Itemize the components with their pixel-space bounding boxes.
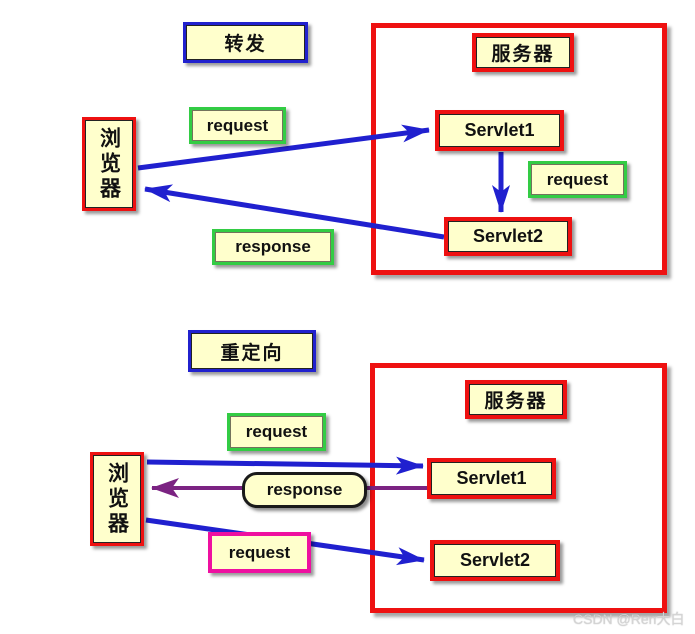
redirect-browser-box: 浏览器 bbox=[90, 452, 144, 546]
redirect-request2-label: request bbox=[228, 542, 291, 562]
forward-server-label-box: 服务器 bbox=[472, 33, 574, 72]
redirect-request2-label-box: request bbox=[208, 532, 311, 573]
redirect-servlet2-box: Servlet2 bbox=[430, 540, 560, 581]
forward-response-label-box: response bbox=[212, 229, 334, 265]
forward-servlet1-label: Servlet1 bbox=[464, 120, 535, 140]
redirect-servlet1-label: Servlet1 bbox=[456, 468, 527, 488]
forward-servlet2-box: Servlet2 bbox=[444, 217, 572, 256]
forward-request-label-box: request bbox=[189, 107, 286, 144]
redirect-title: 重定向 bbox=[220, 342, 284, 364]
redirect-request1-label: request bbox=[245, 422, 308, 441]
forward-title: 转发 bbox=[224, 34, 267, 55]
redirect-server-label: 服务器 bbox=[484, 391, 548, 412]
redirect-response-label-box: response bbox=[242, 472, 367, 508]
forward-browser-label: 浏览器 bbox=[97, 126, 121, 202]
redirect-servlet2-label: Servlet2 bbox=[459, 550, 531, 570]
redirect-request1-label-box: request bbox=[227, 413, 326, 451]
forward-internal-request-label-box: request bbox=[528, 161, 627, 198]
redirect-title-box: 重定向 bbox=[188, 330, 316, 372]
redirect-server-label-box: 服务器 bbox=[465, 380, 567, 419]
csdn-watermark: CSDN @Ren大白 bbox=[573, 611, 685, 627]
forward-servlet2-label: Servlet2 bbox=[472, 226, 544, 246]
forward-title-box: 转发 bbox=[183, 22, 308, 63]
redirect-response-label: response bbox=[266, 480, 343, 499]
forward-servlet1-box: Servlet1 bbox=[435, 110, 564, 151]
forward-internal-request-label: request bbox=[546, 169, 609, 189]
forward-request-label: request bbox=[206, 115, 269, 135]
forward-response-label: response bbox=[235, 237, 311, 256]
redirect-servlet1-box: Servlet1 bbox=[427, 458, 556, 499]
forward-browser-box: 浏览器 bbox=[82, 117, 136, 211]
redirect-browser-label: 浏览器 bbox=[105, 461, 129, 537]
forward-server-label: 服务器 bbox=[491, 44, 555, 65]
